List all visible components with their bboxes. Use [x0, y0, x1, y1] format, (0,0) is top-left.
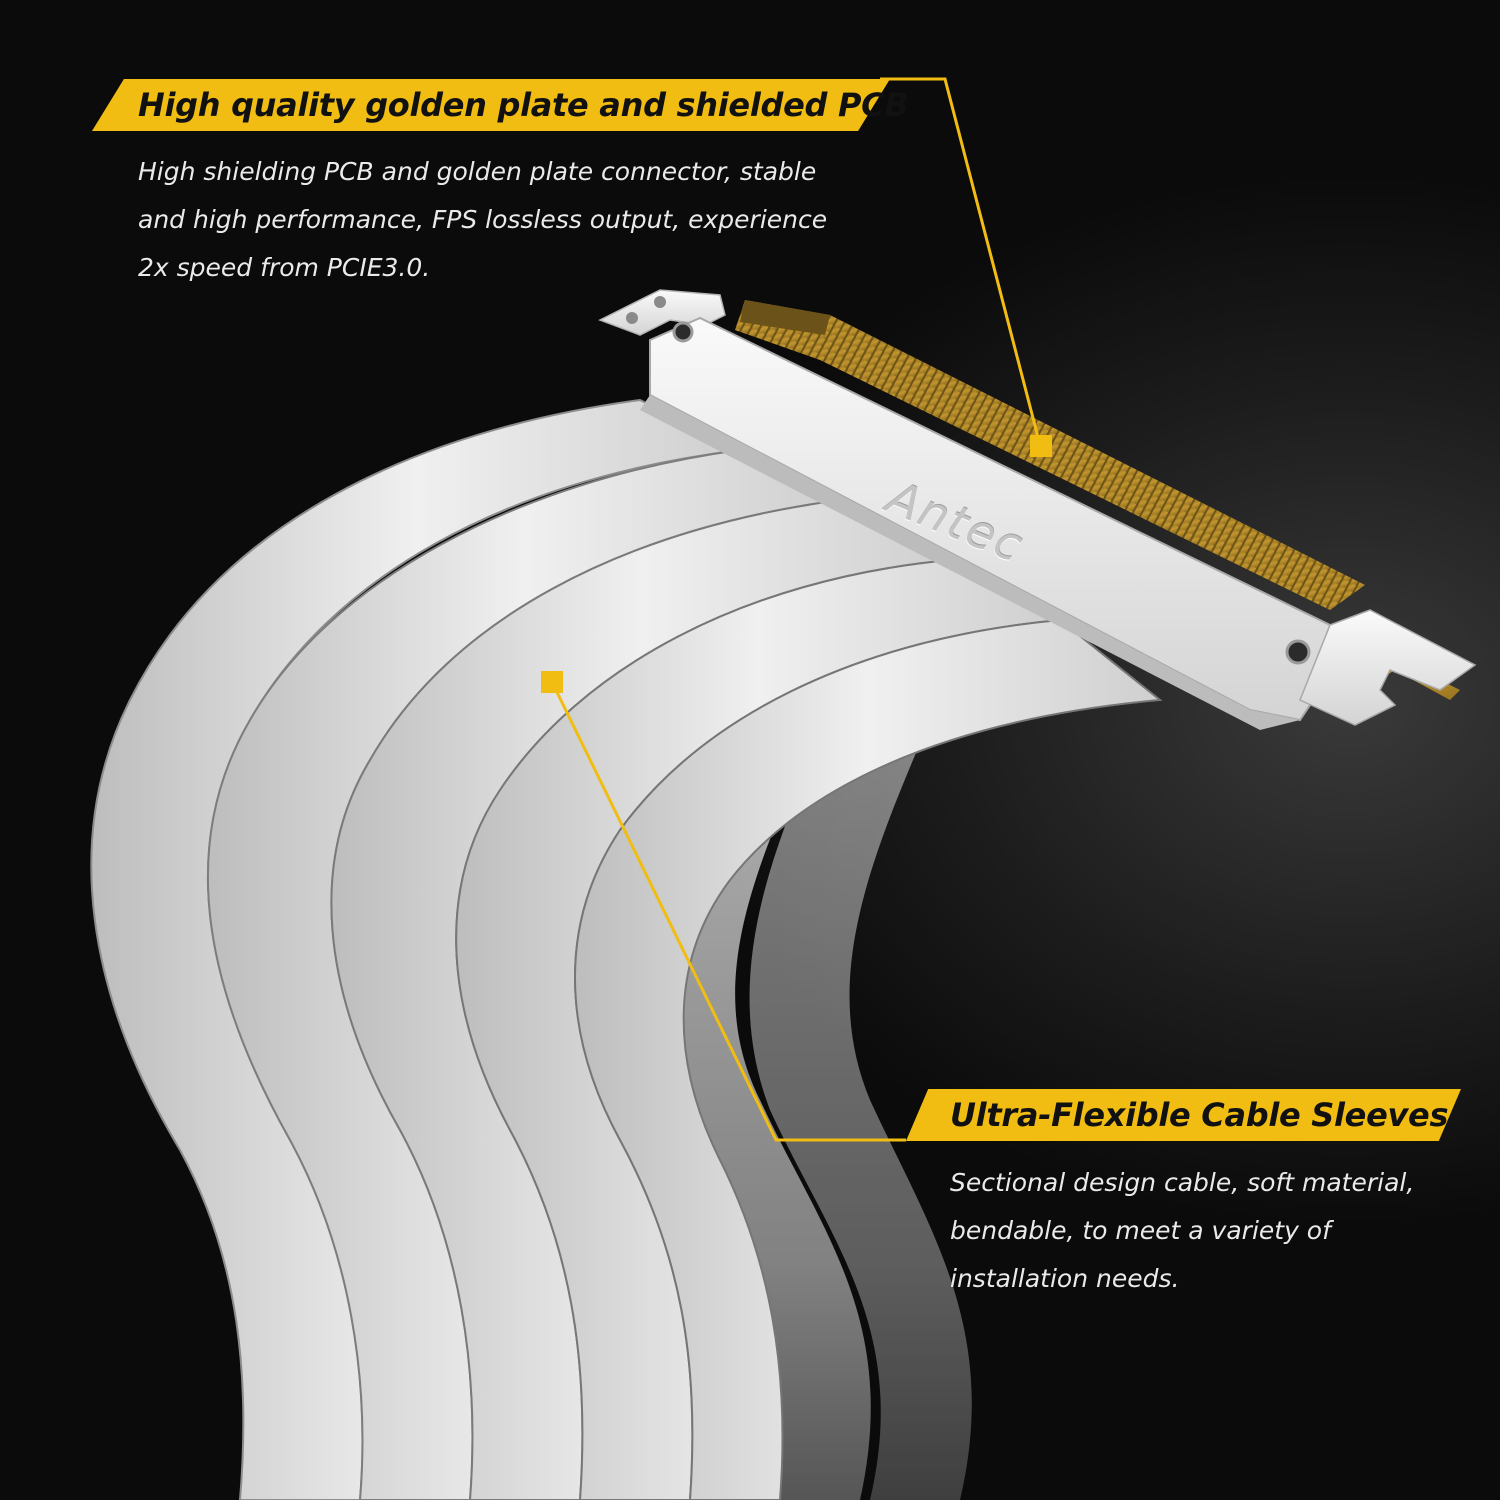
- callout-leader-lines: [550, 77, 1042, 1142]
- connector-housing: [598, 289, 1477, 730]
- callout-description-line: 2x speed from PCIE3.0.: [138, 253, 431, 282]
- callout-description-pcb: High shielding PCB and golden plate conn…: [138, 148, 878, 292]
- callout-description-sleeves: Sectional design cable, soft material, b…: [950, 1159, 1470, 1303]
- callout-description-line: and high performance, FPS lossless outpu…: [138, 205, 828, 234]
- callout-description-line: High shielding PCB and golden plate conn…: [138, 157, 817, 186]
- callout-description-line: Sectional design cable, soft material,: [950, 1168, 1415, 1197]
- callout-banner-sleeves: [906, 1089, 1461, 1141]
- callout-title-sleeves: Ultra-Flexible Cable Sleeves: [950, 1096, 1449, 1134]
- callout-marker-sleeves: [541, 671, 563, 693]
- callout-description-line: installation needs.: [950, 1264, 1180, 1293]
- callout-marker-pcb: [1030, 435, 1052, 457]
- callout-description-line: bendable, to meet a variety of: [950, 1216, 1331, 1245]
- callout-title-pcb: High quality golden plate and shielded P…: [138, 86, 909, 124]
- callout-banner-pcb: [92, 79, 890, 131]
